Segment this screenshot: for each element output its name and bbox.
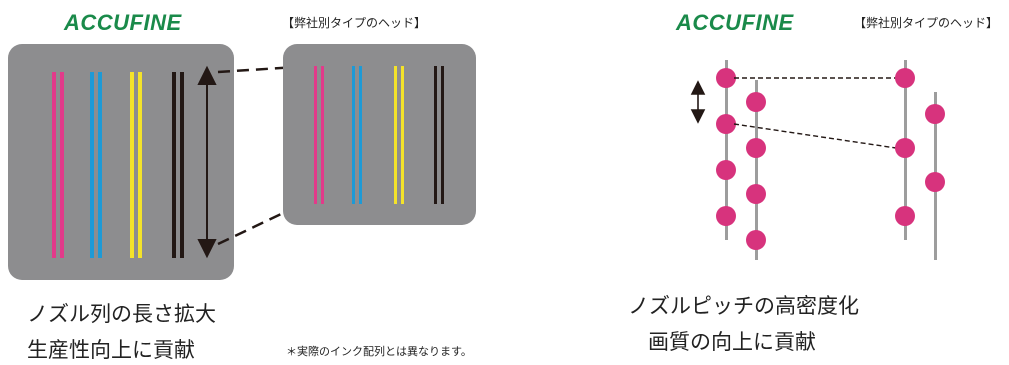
other-head-nozzle-columns xyxy=(895,60,945,260)
caption-left-line1: ノズル列の長さ拡大 xyxy=(27,302,216,326)
accufine-head-panel xyxy=(8,44,234,280)
accufine-logo-left: ACCUFINE xyxy=(64,10,182,36)
dashed-connector-bottom xyxy=(217,204,299,246)
magenta-nozzle-row xyxy=(52,72,56,258)
caption-right-line2: 画質の向上に貢献 xyxy=(648,330,816,354)
accufine-logo-text-left: ACCUFINE xyxy=(64,10,182,35)
other-head-label-right: 【弊社別タイプのヘッド】 xyxy=(854,16,999,30)
caption-left-line2: 生産性向上に貢献 xyxy=(27,338,195,362)
other-head-label-left: 【弊社別タイプのヘッド】 xyxy=(282,16,427,30)
length-double-arrow xyxy=(197,65,217,259)
ink-arrangement-note: ＊実際のインク配列とは異なります。 xyxy=(286,345,472,358)
black-nozzle-row xyxy=(172,72,176,258)
caption-right-line1: ノズルピッチの高密度化 xyxy=(628,294,859,318)
yellow-nozzle-row xyxy=(130,72,134,258)
accufine-logo-right: ACCUFINE xyxy=(676,10,794,36)
cyan-nozzle-row xyxy=(90,72,94,258)
accufine-nozzle-columns xyxy=(716,60,766,260)
pitch-double-arrow xyxy=(690,80,706,124)
other-head-panel xyxy=(283,44,476,225)
accufine-logo-text-right: ACCUFINE xyxy=(676,10,794,35)
pitch-connector-bottom xyxy=(733,123,897,149)
